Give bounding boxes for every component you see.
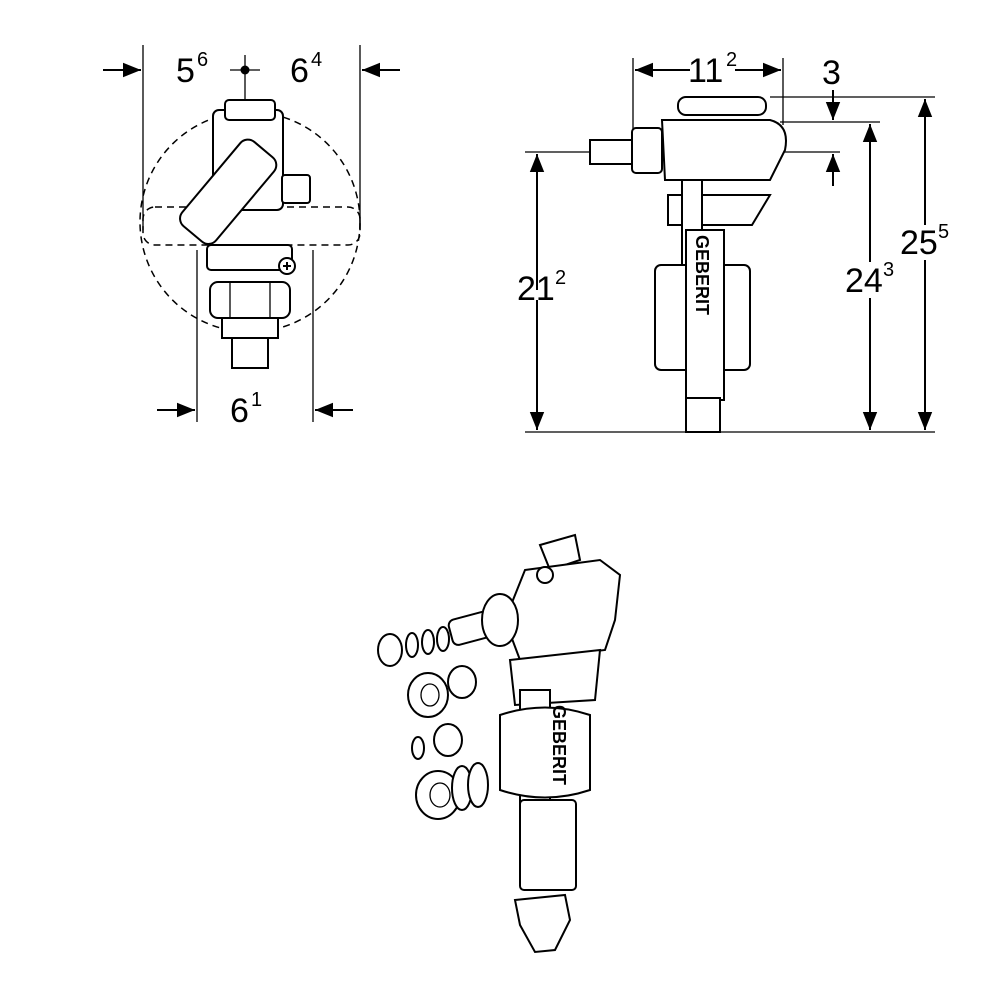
dim-total-height-sup: 5	[938, 221, 949, 243]
inlet-tube	[231, 337, 269, 369]
outlet-tube	[519, 799, 577, 891]
outlet-tube	[685, 397, 721, 433]
dim-body-height-sup: 3	[883, 259, 894, 281]
dim-width-label: 11	[688, 52, 723, 90]
hex-nut	[433, 723, 463, 757]
dim-right-label: 6	[290, 52, 309, 90]
dim-width-sup: 2	[726, 49, 737, 71]
dim-bottom-sup: 1	[251, 389, 262, 411]
dim-right-sup: 4	[311, 49, 322, 71]
o-ring	[411, 736, 425, 760]
valve-collar	[206, 244, 293, 271]
hex-nut	[447, 665, 477, 699]
union-nut	[209, 281, 291, 319]
dim-offset-label: 3	[822, 54, 841, 92]
dim-body-height-label: 24	[845, 262, 883, 300]
valve-side	[281, 174, 311, 204]
inlet-nut	[481, 593, 519, 647]
inlet-nut	[631, 127, 663, 174]
dim-total-height-label: 25	[900, 224, 938, 262]
lever-handle	[538, 533, 582, 572]
float-body	[499, 706, 591, 799]
dim-left-sup: 6	[197, 49, 208, 71]
o-ring	[421, 629, 435, 655]
outlet-cap	[513, 893, 572, 954]
dim-left-label: 5	[176, 52, 195, 90]
shaft	[685, 229, 725, 401]
dim-inlet-height-label: 21	[517, 270, 555, 308]
compression-nut	[377, 633, 403, 667]
exploded-view: GEBERIT	[377, 533, 622, 954]
connector	[221, 317, 279, 339]
valve-top	[224, 99, 276, 121]
screw-slot	[283, 262, 291, 270]
brand-logo-exploded: GEBERIT	[549, 705, 569, 785]
olive-ring	[405, 632, 419, 658]
valve-body	[660, 119, 787, 181]
pipe-outline	[142, 206, 361, 246]
front-view: 5 6 6 4 6 1	[103, 45, 400, 430]
float-arm	[179, 138, 278, 245]
brand-logo: GEBERIT	[692, 235, 712, 315]
threaded-inlet	[589, 139, 636, 165]
side-view: 11 2 3 21 2 24 3 25 5 GEBERIT	[517, 49, 949, 433]
o-ring	[436, 626, 450, 652]
lever	[677, 96, 767, 116]
dim-inlet-height-sup: 2	[555, 267, 566, 289]
valve-head	[503, 558, 622, 662]
dim-bottom-label: 6	[230, 392, 249, 430]
washer	[407, 672, 449, 718]
gasket	[467, 762, 489, 808]
